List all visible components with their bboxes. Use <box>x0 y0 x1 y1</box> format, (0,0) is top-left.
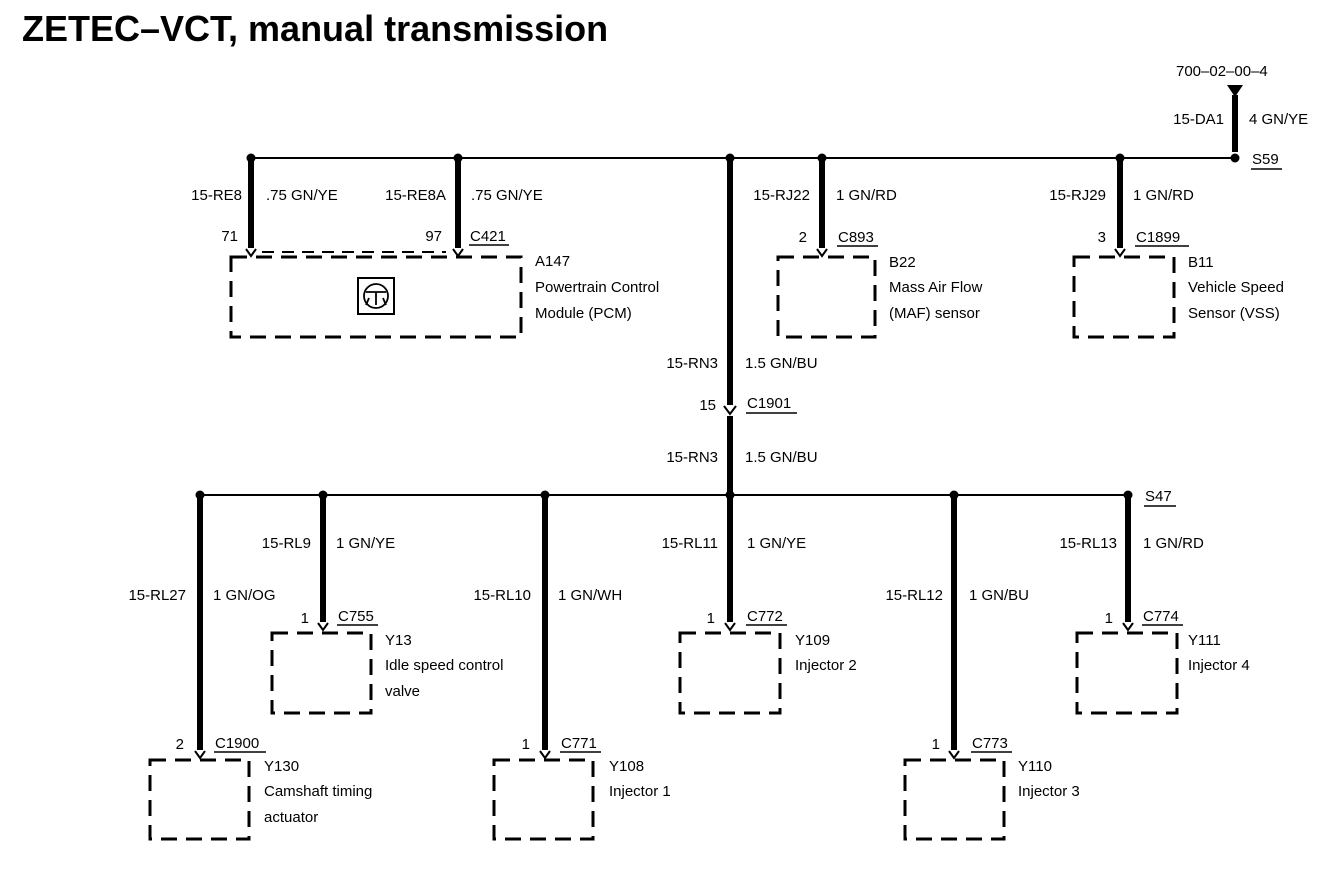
component-name: Camshaft timing <box>264 783 372 800</box>
inj2-component-box <box>678 631 782 715</box>
wire-label: 1 GN/YE <box>747 535 806 552</box>
connector-label: C771 <box>561 735 597 752</box>
component-id: A147 <box>535 253 570 270</box>
splice-label-s47: S47 <box>1145 488 1172 505</box>
splice-node-s59 <box>1230 153 1240 163</box>
component-name: Sensor (VSS) <box>1188 305 1280 322</box>
pin-number: 15 <box>699 397 716 414</box>
connector-pin-icon <box>724 622 736 632</box>
wire-label: 1 GN/RD <box>1133 187 1194 204</box>
wire-label: 1.5 GN/BU <box>745 449 818 466</box>
feed-circuit-label: 15-DA1 <box>1173 111 1224 128</box>
pin-number: 2 <box>799 229 807 246</box>
circuit-label: 15-RE8 <box>191 187 242 204</box>
connector-label: C1900 <box>215 735 259 752</box>
wire-label: .75 GN/YE <box>266 187 338 204</box>
circuit-label: 15-RJ22 <box>753 187 810 204</box>
inj1-component-box <box>492 758 595 841</box>
circuit-label: 15-RE8A <box>385 187 446 204</box>
connector-label: C774 <box>1143 608 1179 625</box>
transistor-icon <box>357 277 395 315</box>
component-id: Y108 <box>609 758 644 775</box>
component-name: Powertrain Control <box>535 279 659 296</box>
component-name: Injector 3 <box>1018 783 1080 800</box>
connector-pin-icon <box>948 750 960 760</box>
ground-feed-arrow-icon <box>1227 85 1243 97</box>
component-name: Idle speed control <box>385 657 503 674</box>
component-name: valve <box>385 683 420 700</box>
pin-number: 2 <box>176 736 184 753</box>
page-title: ZETEC–VCT, manual transmission <box>22 8 609 49</box>
wire-label: 1 GN/BU <box>969 587 1029 604</box>
component-name: Vehicle Speed <box>1188 279 1284 296</box>
connector-label: C893 <box>838 229 874 246</box>
inline-connector-icon <box>723 405 737 416</box>
pin-number: 1 <box>932 736 940 753</box>
component-name: Injector 1 <box>609 783 671 800</box>
circuit-label: 15-RL10 <box>473 587 531 604</box>
component-id: Y109 <box>795 632 830 649</box>
pin-number: 71 <box>221 228 238 245</box>
pin-number: 1 <box>1105 610 1113 627</box>
pin-number: 1 <box>707 610 715 627</box>
pin-number: 97 <box>425 228 442 245</box>
connector-pin-icon <box>816 248 828 258</box>
connector-label: C755 <box>338 608 374 625</box>
feed-wire-label: 4 GN/YE <box>1249 111 1308 128</box>
component-id: Y13 <box>385 632 412 649</box>
reference-number: 700–02–00–4 <box>1176 63 1268 80</box>
circuit-label: 15-RL11 <box>662 535 718 552</box>
circuit-label: 15-RN3 <box>666 449 718 466</box>
circuit-label: 15-RL9 <box>262 535 311 552</box>
connector-pin-icon <box>194 750 206 760</box>
circuit-label: 15-RL12 <box>885 587 943 604</box>
connector-label: C1899 <box>1136 229 1180 246</box>
component-name: (MAF) sensor <box>889 305 980 322</box>
wire-label: 1 GN/YE <box>336 535 395 552</box>
circuit-label: 15-RL13 <box>1059 535 1117 552</box>
component-name: Injector 2 <box>795 657 857 674</box>
connector-pin-icon <box>245 248 257 258</box>
component-name: actuator <box>264 809 318 826</box>
wire-label: .75 GN/YE <box>471 187 543 204</box>
component-id: Y130 <box>264 758 299 775</box>
component-name: Module (PCM) <box>535 305 632 322</box>
wire-label: 1 GN/RD <box>1143 535 1204 552</box>
component-id: Y110 <box>1018 758 1052 775</box>
connector-pin-icon <box>1122 622 1134 632</box>
maf-component-box <box>776 255 877 339</box>
connector-pin-icon <box>317 622 329 632</box>
cam-component-box <box>148 758 251 841</box>
connector-label: C773 <box>972 735 1008 752</box>
inj3-component-box <box>903 758 1006 841</box>
connector-pin-icon <box>539 750 551 760</box>
wire-label: 1 GN/WH <box>558 587 622 604</box>
wire-label: 1.5 GN/BU <box>745 355 818 372</box>
component-id: B22 <box>889 254 916 271</box>
component-id: B11 <box>1188 254 1214 271</box>
connector-pin-icon <box>452 248 464 258</box>
circuit-label: 15-RJ29 <box>1049 187 1106 204</box>
wire-label: 1 GN/OG <box>213 587 276 604</box>
vss-component-box <box>1072 255 1176 339</box>
component-name: Injector 4 <box>1188 657 1250 674</box>
circuit-label: 15-RN3 <box>666 355 718 372</box>
connector-label: C421 <box>470 228 506 245</box>
pin-number: 1 <box>301 610 309 627</box>
pcm-component-box <box>229 255 523 339</box>
pin-number: 1 <box>522 736 530 753</box>
iscv-component-box <box>270 631 373 715</box>
component-name: Mass Air Flow <box>889 279 983 296</box>
circuit-label: 15-RL27 <box>128 587 186 604</box>
component-id: Y111 <box>1188 632 1221 649</box>
pin-number: 3 <box>1098 229 1106 246</box>
inj4-component-box <box>1075 631 1179 715</box>
wire-label: 1 GN/RD <box>836 187 897 204</box>
connector-pin-icon <box>1114 248 1126 258</box>
connector-label: C772 <box>747 608 783 625</box>
connector-label: C1901 <box>747 395 791 412</box>
splice-label-s59: S59 <box>1252 151 1279 168</box>
